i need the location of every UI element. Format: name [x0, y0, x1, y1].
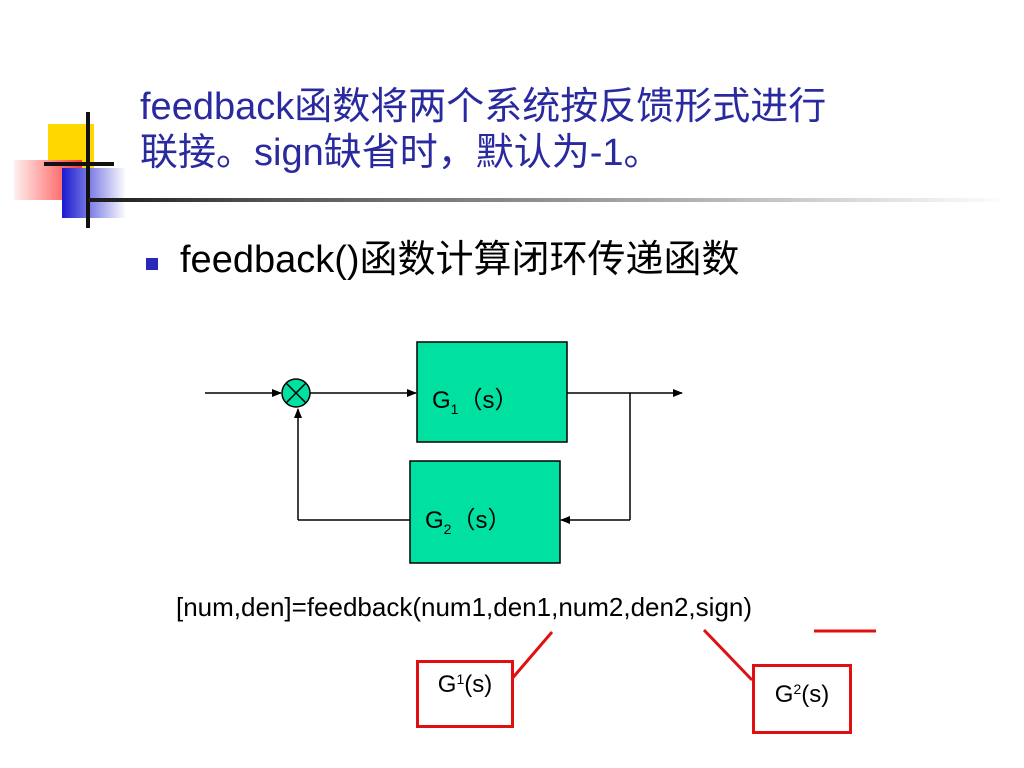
slide-title: feedback函数将两个系统按反馈形式进行 联接。sign缺省时，默认为-1。 [140, 84, 1000, 176]
decor-horizontal-line [44, 162, 114, 166]
title-text-1: 函数将两个系统按反馈形式进行 [294, 86, 827, 128]
title-text-3: 缺省时，默认为 [323, 132, 590, 174]
bullet-code: feedback() [180, 239, 360, 281]
callout-g2-connector [702, 628, 754, 682]
formula-underlined: n2, [659, 592, 696, 622]
decor-vertical-line [86, 112, 90, 228]
bullet-text: feedback()函数计算闭环传递函数 [180, 236, 740, 284]
bullet-marker [146, 258, 158, 270]
formula-suffix: sign) [695, 592, 753, 622]
decor-blue-square [62, 168, 126, 218]
block-g2 [409, 460, 561, 564]
title-word-sign: sign [254, 132, 324, 174]
bullet-description: 函数计算闭环传递函数 [359, 239, 740, 281]
title-text-4: 。 [623, 132, 662, 174]
summing-junction-cross-2 [285, 382, 307, 404]
block-g1-label: G1（s） [432, 387, 519, 417]
title-underline [88, 198, 1008, 202]
title-word-feedback: feedback [140, 86, 295, 128]
callout-g1-connector [508, 631, 554, 682]
formula-prefix: [num,den]=feedback(num1,den1,num2,de [176, 592, 660, 622]
block-g2-label: G2（s） [425, 507, 512, 537]
block-g1 [416, 341, 568, 443]
title-value: -1 [589, 132, 624, 174]
title-text-2: 联接。 [140, 132, 255, 174]
feedback-formula: [num,den]=feedback(num1,den1,num2,den2,s… [176, 592, 752, 623]
